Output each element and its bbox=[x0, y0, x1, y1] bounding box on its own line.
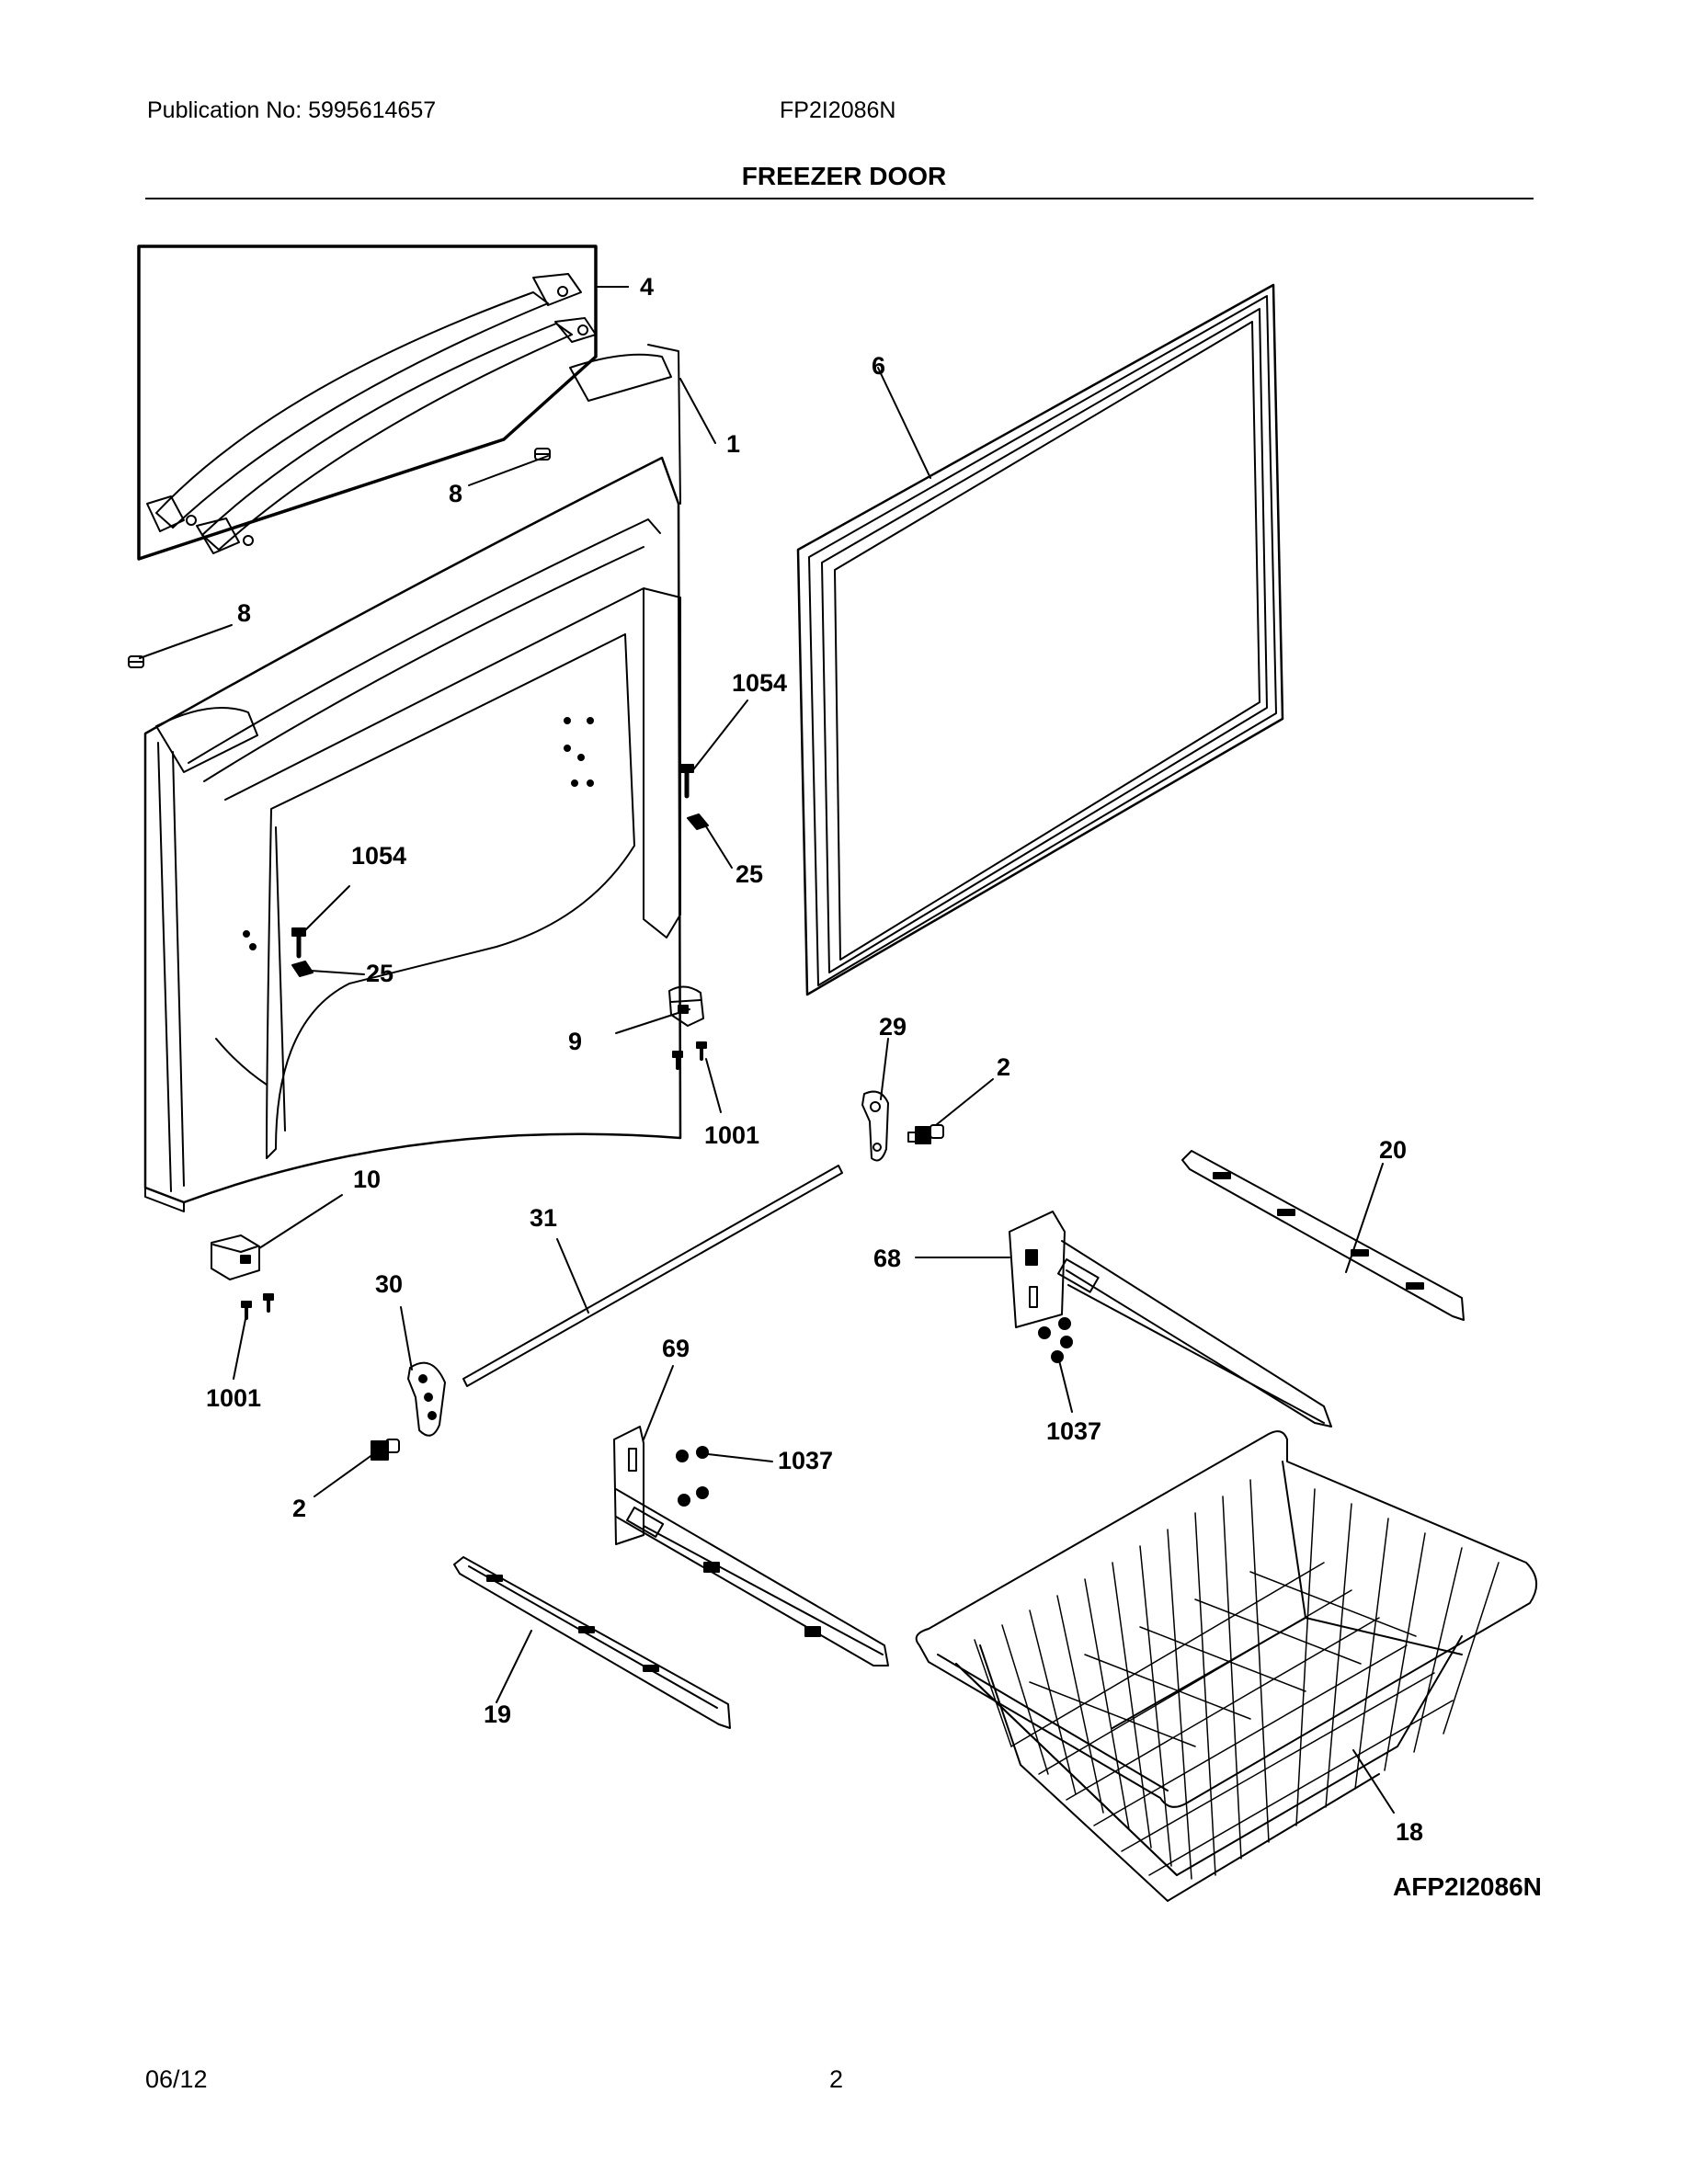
callout-2-right: 2 bbox=[997, 1053, 1010, 1081]
callout-2-left: 2 bbox=[292, 1495, 306, 1522]
screws-1037-right bbox=[1038, 1317, 1073, 1363]
callout-69: 69 bbox=[662, 1335, 690, 1362]
footer-date: 06/12 bbox=[145, 2065, 208, 2093]
model-number: FP2I2086N bbox=[780, 97, 896, 123]
callout-10: 10 bbox=[353, 1166, 381, 1193]
screw-1054-right bbox=[679, 764, 694, 799]
page-number: 2 bbox=[829, 2065, 844, 2093]
page-title: FREEZER DOOR bbox=[741, 162, 947, 190]
hinge-30 bbox=[407, 1361, 446, 1437]
rail-19 bbox=[453, 1556, 731, 1729]
callout-68: 68 bbox=[873, 1245, 901, 1272]
callout-25-left: 25 bbox=[366, 960, 393, 987]
screws-1037-left bbox=[676, 1446, 709, 1507]
screws-1001-upper bbox=[672, 1041, 707, 1070]
clip-25-left bbox=[291, 961, 314, 977]
clip-25-right bbox=[687, 813, 709, 830]
callout-1: 1 bbox=[726, 430, 740, 458]
callout-labels: 4 6 1 8 8 1054 25 1054 25 9 29 2 1001 20… bbox=[206, 273, 1423, 1846]
callout-31: 31 bbox=[530, 1204, 557, 1232]
callout-19: 19 bbox=[484, 1701, 511, 1728]
callout-1037-left: 1037 bbox=[778, 1447, 833, 1474]
callout-6: 6 bbox=[872, 352, 885, 380]
hinge-pin-2-left bbox=[371, 1439, 400, 1461]
callout-1001-upper: 1001 bbox=[704, 1121, 759, 1149]
callout-9: 9 bbox=[568, 1028, 582, 1055]
door-panel bbox=[143, 344, 682, 1212]
hinge-cover-9 bbox=[668, 985, 704, 1027]
bracket-69 bbox=[613, 1426, 889, 1666]
screw-1054-left bbox=[291, 927, 306, 959]
callout-8-left: 8 bbox=[237, 599, 251, 627]
screws-1001-lower bbox=[241, 1293, 274, 1320]
callout-1037-right: 1037 bbox=[1046, 1417, 1101, 1445]
callout-29: 29 bbox=[879, 1013, 907, 1041]
rod-31 bbox=[462, 1165, 843, 1387]
rail-20 bbox=[1181, 1150, 1465, 1321]
hinge-29 bbox=[861, 1090, 889, 1162]
callout-20: 20 bbox=[1379, 1136, 1407, 1164]
basket-18 bbox=[915, 1430, 1537, 1902]
hinge-cover-10 bbox=[211, 1234, 260, 1280]
door-gasket bbox=[796, 283, 1284, 996]
hinge-pin-2-right bbox=[907, 1124, 944, 1144]
leader-lines bbox=[139, 286, 1395, 1814]
callout-18: 18 bbox=[1396, 1818, 1423, 1846]
callout-1054-left: 1054 bbox=[351, 842, 406, 870]
screw-8-left bbox=[128, 655, 144, 668]
publication-number: Publication No: 5995614657 bbox=[147, 97, 437, 123]
screw-8-upper bbox=[534, 448, 551, 461]
callout-25-right: 25 bbox=[736, 860, 763, 888]
figure-code: AFP2I2086N bbox=[1393, 1872, 1542, 1901]
callout-1054-right: 1054 bbox=[732, 669, 787, 697]
header-rule bbox=[145, 198, 1534, 199]
callout-30: 30 bbox=[375, 1270, 403, 1298]
callout-1001-lower: 1001 bbox=[206, 1384, 261, 1412]
callout-4: 4 bbox=[640, 273, 654, 301]
bracket-68 bbox=[1009, 1211, 1332, 1428]
callout-8-upper: 8 bbox=[449, 480, 462, 507]
